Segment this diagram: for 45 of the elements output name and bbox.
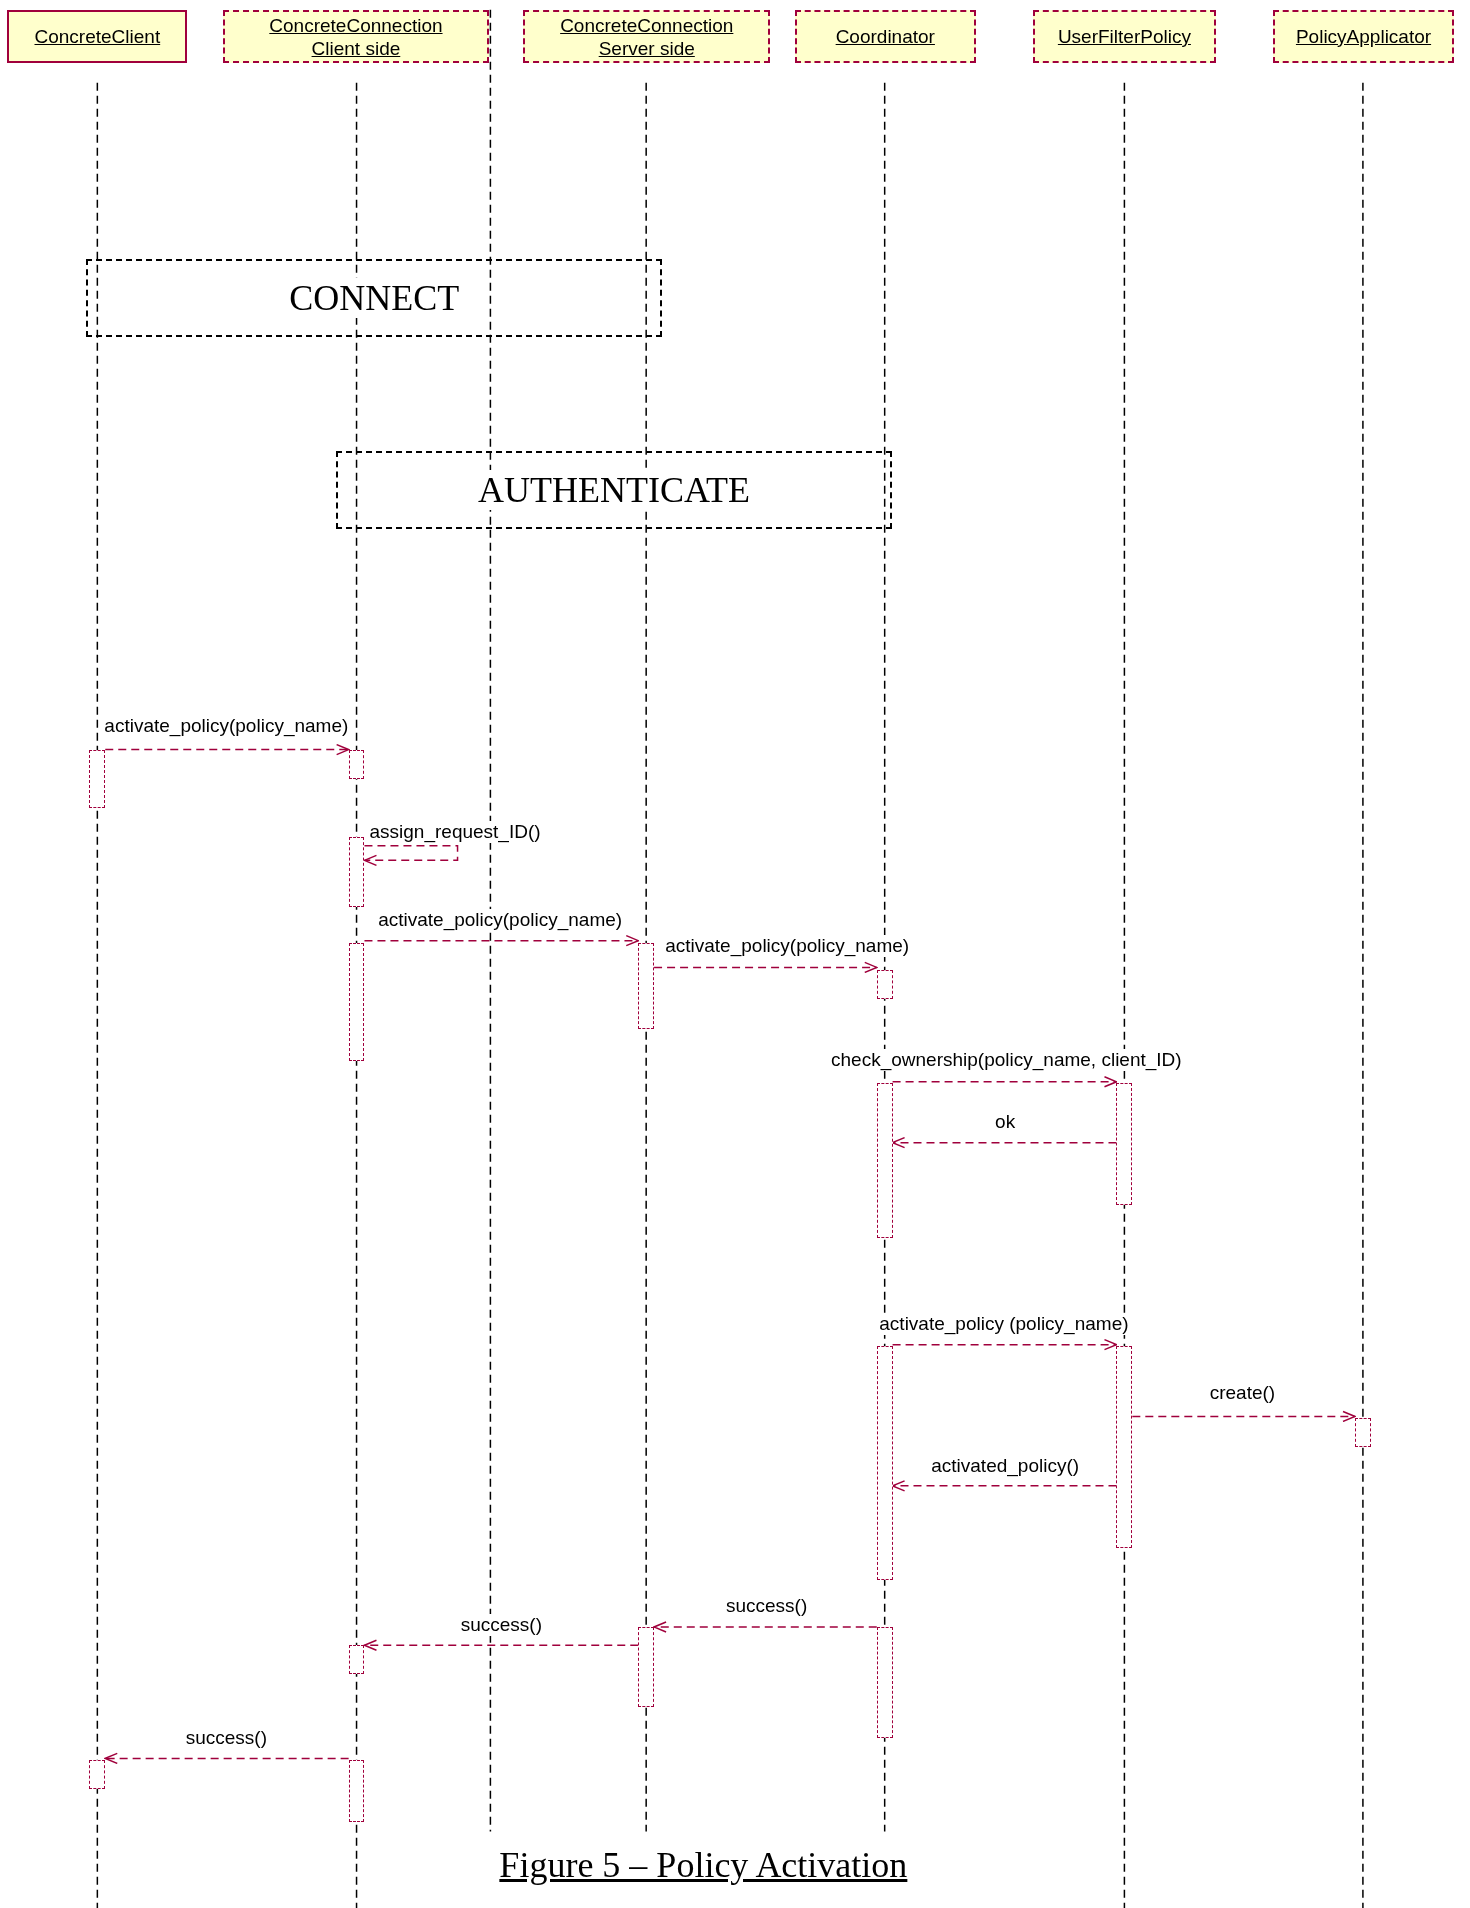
lifeline-name: ConcreteConnection Server side [559, 13, 735, 60]
message-label: assign_request_ID() [367, 821, 543, 844]
lifeline-header [523, 9, 771, 64]
activation-bar [1116, 1083, 1133, 1205]
lifeline-name: UserFilterPolicy [1057, 25, 1191, 48]
activation-bar [348, 1759, 365, 1822]
lifeline-name: Coordinator [835, 25, 935, 48]
activation-bar [876, 969, 893, 1000]
message-arrow [104, 1752, 350, 1765]
lifeline-name: ConcreteClient [34, 25, 161, 48]
activation-bar [1355, 1417, 1371, 1447]
message-arrow [891, 1076, 1118, 1088]
message-label: check_ownership(policy_name, client_ID) [829, 1048, 1184, 1071]
activation-bar [1116, 1345, 1133, 1548]
lifeline-header [1272, 9, 1455, 64]
activation-bar [876, 1083, 893, 1238]
message-arrow [104, 743, 350, 756]
message-arrow [891, 1480, 1118, 1492]
activation-bar [876, 1345, 893, 1580]
message-arrow [1131, 1410, 1356, 1423]
activation-bar [638, 1626, 655, 1708]
lifeline-name: PolicyApplicator [1295, 25, 1432, 48]
activation-bar [89, 1759, 106, 1789]
lifeline-header [7, 9, 188, 64]
lifeline-name: ConcreteConnection Client side [268, 13, 444, 60]
message-arrow [653, 961, 878, 974]
message-arrow [363, 1639, 639, 1651]
activation-bar [348, 749, 365, 779]
interaction-frame [335, 451, 892, 530]
message-arrow [891, 1136, 1118, 1149]
activation-bar [638, 943, 655, 1030]
activation-bar [348, 837, 365, 907]
interaction-frame [86, 259, 662, 338]
lifeline-header [1033, 9, 1216, 64]
message-label: success() [458, 1613, 544, 1636]
message-arrow [653, 1621, 878, 1633]
activation-bar [348, 943, 365, 1062]
lifeline-header [794, 9, 976, 64]
activation-bar [876, 1626, 893, 1738]
lifeline-header [222, 9, 490, 64]
message-arrow [363, 845, 459, 867]
message-arrow [891, 1338, 1118, 1351]
message-arrow [363, 934, 639, 947]
activation-bar [89, 749, 106, 808]
activation-bar [348, 1645, 365, 1675]
